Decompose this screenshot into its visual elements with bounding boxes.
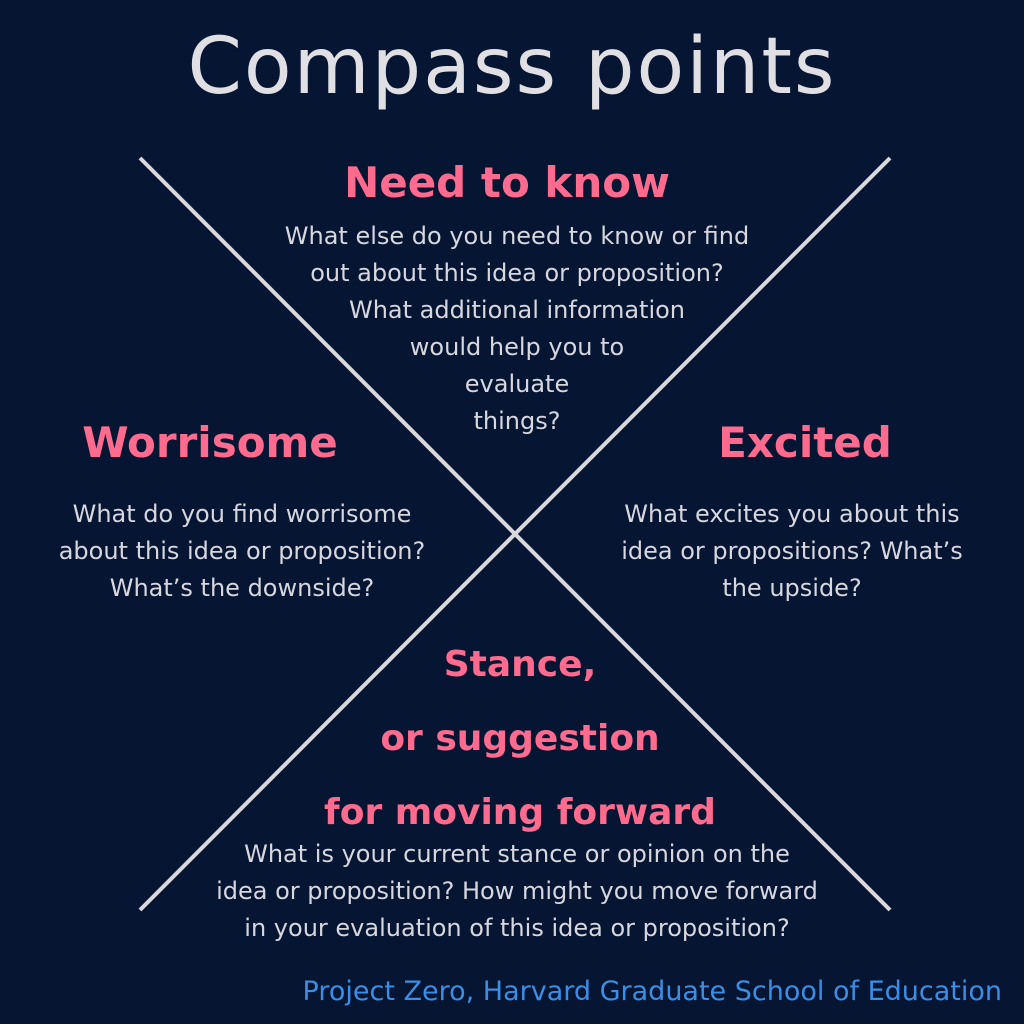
heading-line: for moving forward — [324, 792, 716, 833]
east-text: What excites you about this idea or prop… — [590, 496, 994, 607]
page-title: Compass points — [187, 22, 837, 112]
text-line: evaluate — [464, 370, 570, 398]
text-line: out about this idea or proposition? — [310, 259, 724, 287]
text-line: in your evaluation of this idea or propo… — [244, 914, 790, 942]
north-text: What else do you need to know or find ou… — [0, 218, 1024, 440]
text-line: about this idea or proposition? — [58, 537, 426, 565]
text-line: What’s the downside? — [109, 574, 375, 602]
north-heading: Need to know — [344, 158, 670, 207]
text-line: things? — [473, 407, 561, 435]
text-line: idea or propositions? What’s — [621, 537, 963, 565]
east-heading: Excited — [718, 418, 892, 467]
text-line: What is your current stance or opinion o… — [244, 840, 790, 868]
text-line: the upside? — [722, 574, 862, 602]
diagonal-line-2 — [138, 156, 892, 912]
south-text: What is your current stance or opinion o… — [0, 836, 1024, 947]
text-line: What excites you about this — [624, 500, 960, 528]
west-text: What do you find worrisome about this id… — [20, 496, 464, 607]
text-line: would help you to — [409, 333, 625, 361]
south-heading: Stance, or suggestion for moving forward — [0, 628, 1024, 850]
west-heading: Worrisome — [82, 418, 338, 467]
text-line: idea or proposition? How might you move … — [216, 877, 818, 905]
text-line: What additional information — [348, 296, 686, 324]
text-line: What do you find worrisome — [72, 500, 412, 528]
attribution-footer: Project Zero, Harvard Graduate School of… — [302, 976, 1002, 1007]
text-line: What else do you need to know or find — [284, 222, 750, 250]
heading-line: Stance, — [443, 644, 597, 685]
heading-line: or suggestion — [380, 718, 660, 759]
